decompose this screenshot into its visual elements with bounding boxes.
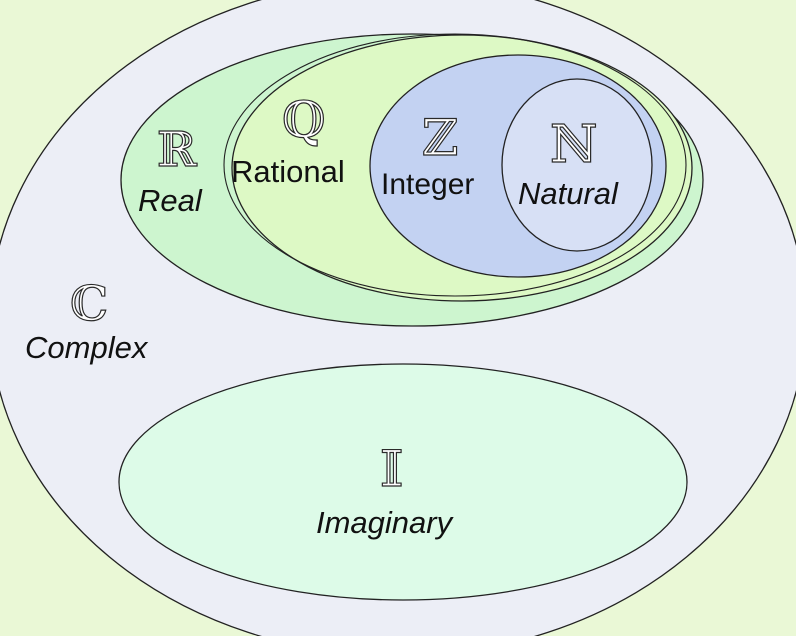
complex-label: Complex [25, 330, 148, 365]
integer-label: Integer [381, 168, 475, 201]
rational-symbol: ℚ [281, 91, 326, 149]
natural-symbol: ℕ [549, 115, 598, 175]
rational-set-ellipse-inner [223, 33, 687, 297]
rational-label: Rational [231, 154, 345, 189]
real-label: Real [138, 183, 202, 218]
complex-symbol: ℂ [69, 276, 109, 332]
natural-set-ellipse [501, 78, 653, 252]
imaginary-symbol: 𝕀 [379, 440, 404, 498]
integer-symbol: ℤ [421, 109, 459, 167]
real-symbol: ℝ [156, 122, 197, 178]
natural-label: Natural [518, 176, 618, 211]
imaginary-set-ellipse [118, 363, 688, 601]
imaginary-label: Imaginary [316, 505, 453, 540]
